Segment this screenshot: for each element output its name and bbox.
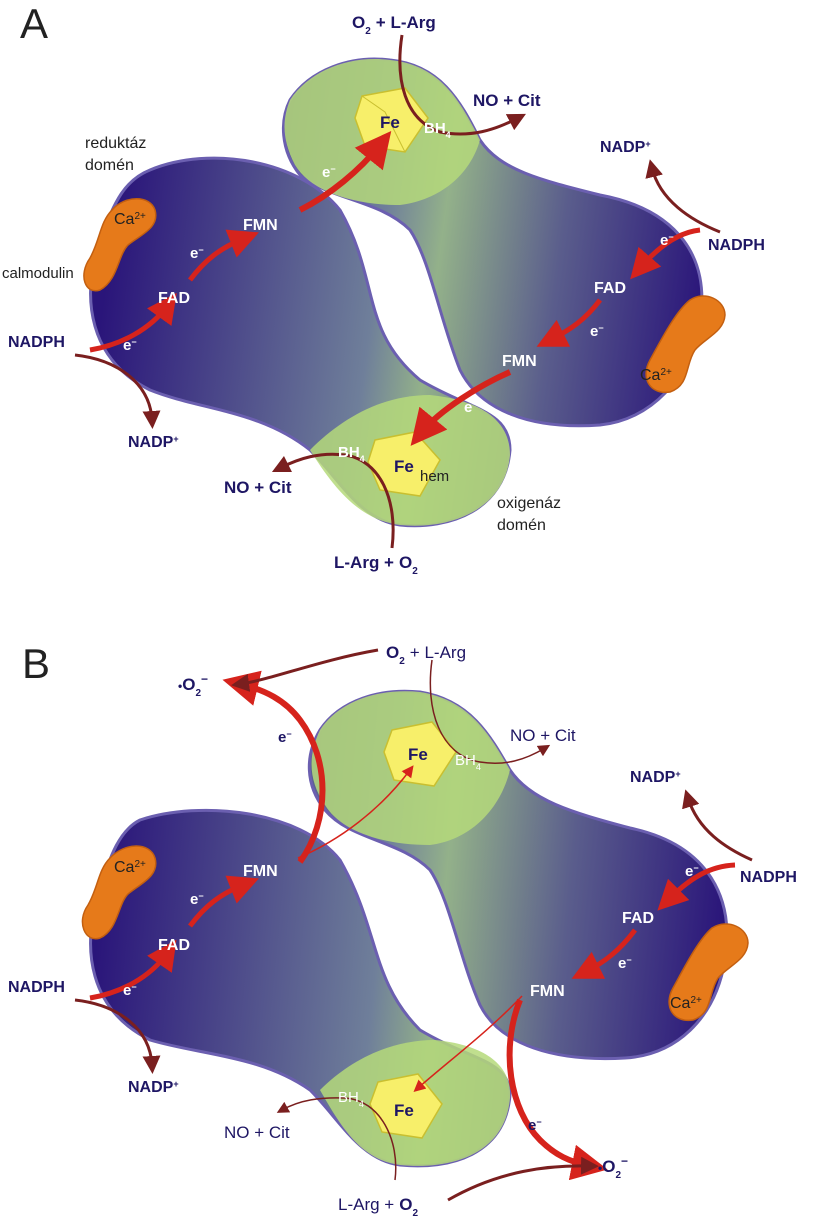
fad-right-label-b: FAD xyxy=(622,910,654,927)
fmn-right-label: FMN xyxy=(502,353,537,370)
electron-label-b-top: e− xyxy=(278,729,292,746)
nadph-right-label-b: NADPH xyxy=(740,869,797,886)
calmodulin-left xyxy=(83,198,157,292)
oxygenase-label-line1: oxigenáz xyxy=(497,495,561,512)
arg-to-no-top-b xyxy=(429,659,551,764)
electron-arrow-fad-fmn-b xyxy=(188,875,259,928)
panel-a: A Ca2+ Ca2+ O2+ L-Arg xyxy=(2,0,765,577)
nadp-left-label: NADP+ xyxy=(128,434,179,451)
calmodulin-right-b xyxy=(668,923,749,1021)
arg-to-no-bottom-b xyxy=(276,1097,397,1181)
bh4-bottom-label: BH4 xyxy=(338,444,365,464)
nadph-left-label-b: NADPH xyxy=(8,979,65,996)
fad-left-label-b: FAD xyxy=(158,937,190,954)
fe-bottom-label-b: Fe xyxy=(394,1101,414,1120)
nadp-right-label: NADP+ xyxy=(600,139,651,156)
bottom-product-label-b: NO + Cit xyxy=(224,1123,290,1142)
reductase-label-line1: reduktáz xyxy=(85,135,146,152)
electron-label-b2: e− xyxy=(190,891,204,908)
electron-label-a6: e− xyxy=(464,399,478,416)
fe-top-label: Fe xyxy=(380,113,400,132)
electron-arrow-fmn-fe-top xyxy=(298,130,392,213)
nadph-to-nadp-right-b xyxy=(682,789,753,862)
ca-label-left-b: Ca2+ xyxy=(114,859,146,877)
fmn-left-label: FMN xyxy=(243,217,278,234)
reductase-label-line2: domén xyxy=(85,157,134,174)
bh4-top-label: BH4 xyxy=(424,120,451,140)
bottom-product-label: NO + Cit xyxy=(224,478,292,497)
nadph-left-label: NADPH xyxy=(8,334,65,351)
top-substrate-label-b: O2+ L-Arg xyxy=(386,643,466,667)
electron-label-a2: e− xyxy=(190,245,204,262)
panel-a-letter: A xyxy=(20,0,48,47)
electron-arrow-nadph-fad-b xyxy=(89,939,177,1001)
panel-b: B Ca2+ Ca2+ O2+ L-Arg • xyxy=(8,640,797,1218)
top-product-label: NO + Cit xyxy=(473,91,541,110)
fad-right-label: FAD xyxy=(594,280,626,297)
thin-electron-arrow-bottom xyxy=(413,995,523,1092)
nadph-to-nadp-right xyxy=(645,159,721,234)
fe-bottom-label: Fe xyxy=(394,457,414,476)
nadph-to-nadp-left-b xyxy=(74,998,161,1074)
fad-left-label: FAD xyxy=(158,290,190,307)
nadph-to-nadp-left xyxy=(74,353,161,429)
ca-label-right-b: Ca2+ xyxy=(670,995,702,1013)
calmodulin-label: calmodulin xyxy=(2,265,74,282)
electron-label-b3: e− xyxy=(123,982,137,999)
electron-arrow-nadph-fad-right xyxy=(630,227,701,280)
electron-label-a3: e− xyxy=(123,337,137,354)
arg-o2-to-no-bottom xyxy=(271,452,395,549)
superoxide-top-label: •O2− xyxy=(178,672,208,699)
electron-label-b4: e− xyxy=(685,863,699,880)
electron-arrow-fmn-superoxide-top xyxy=(222,670,326,864)
electron-arrow-nadph-fad-right-b xyxy=(657,862,736,911)
panel-b-letter: B xyxy=(22,640,50,687)
bh4-bottom-label-b: BH4 xyxy=(338,1089,364,1109)
bottom-substrate-label: L-Arg +O2 xyxy=(334,553,418,577)
nadp-left-label-b: NADP+ xyxy=(128,1079,179,1096)
electron-label-b-bottom: e− xyxy=(528,1117,542,1134)
calmodulin-right xyxy=(645,295,726,393)
fe-top-label-b: Fe xyxy=(408,745,428,764)
electron-arrow-fad-fmn-right xyxy=(536,298,602,347)
o2-arg-to-no-top xyxy=(398,34,526,136)
ca-label-left: Ca2+ xyxy=(114,211,146,229)
bottom-substrate-label-b: L-Arg +O2 xyxy=(338,1195,418,1218)
o2-to-superoxide-bottom xyxy=(447,1156,599,1202)
electron-arrow-fmn-superoxide-bottom xyxy=(506,998,608,1181)
thin-electron-arrow-top xyxy=(297,765,414,859)
top-product-label-b: NO + Cit xyxy=(510,726,576,745)
electron-arrow-fad-fmn xyxy=(188,229,259,282)
electron-label-b5: e− xyxy=(618,955,632,972)
ca-label-right: Ca2+ xyxy=(640,367,672,385)
nadp-right-label-b: NADP+ xyxy=(630,769,681,786)
fmn-right-label-b: FMN xyxy=(530,983,565,1000)
calmodulin-left-b xyxy=(81,845,157,940)
superoxide-bottom-label: •O2− xyxy=(598,1154,628,1181)
bh4-top-label-b: BH4 xyxy=(455,752,481,772)
electron-arrow-fad-fmn-right-b xyxy=(571,928,637,979)
top-substrate-label: O2+ L-Arg xyxy=(352,13,436,37)
nadph-right-label: NADPH xyxy=(708,237,765,254)
o2-to-superoxide-top xyxy=(231,648,379,692)
electron-label-a5: e− xyxy=(590,323,604,340)
electron-label-a1: e− xyxy=(322,164,336,181)
hem-label: hem xyxy=(420,468,449,485)
fmn-left-label-b: FMN xyxy=(243,863,278,880)
electron-label-a4: e− xyxy=(660,232,674,249)
electron-arrow-fmn-fe-bottom xyxy=(410,369,512,446)
oxygenase-label-line2: domén xyxy=(497,517,546,534)
electron-arrow-nadph-fad xyxy=(89,292,177,353)
